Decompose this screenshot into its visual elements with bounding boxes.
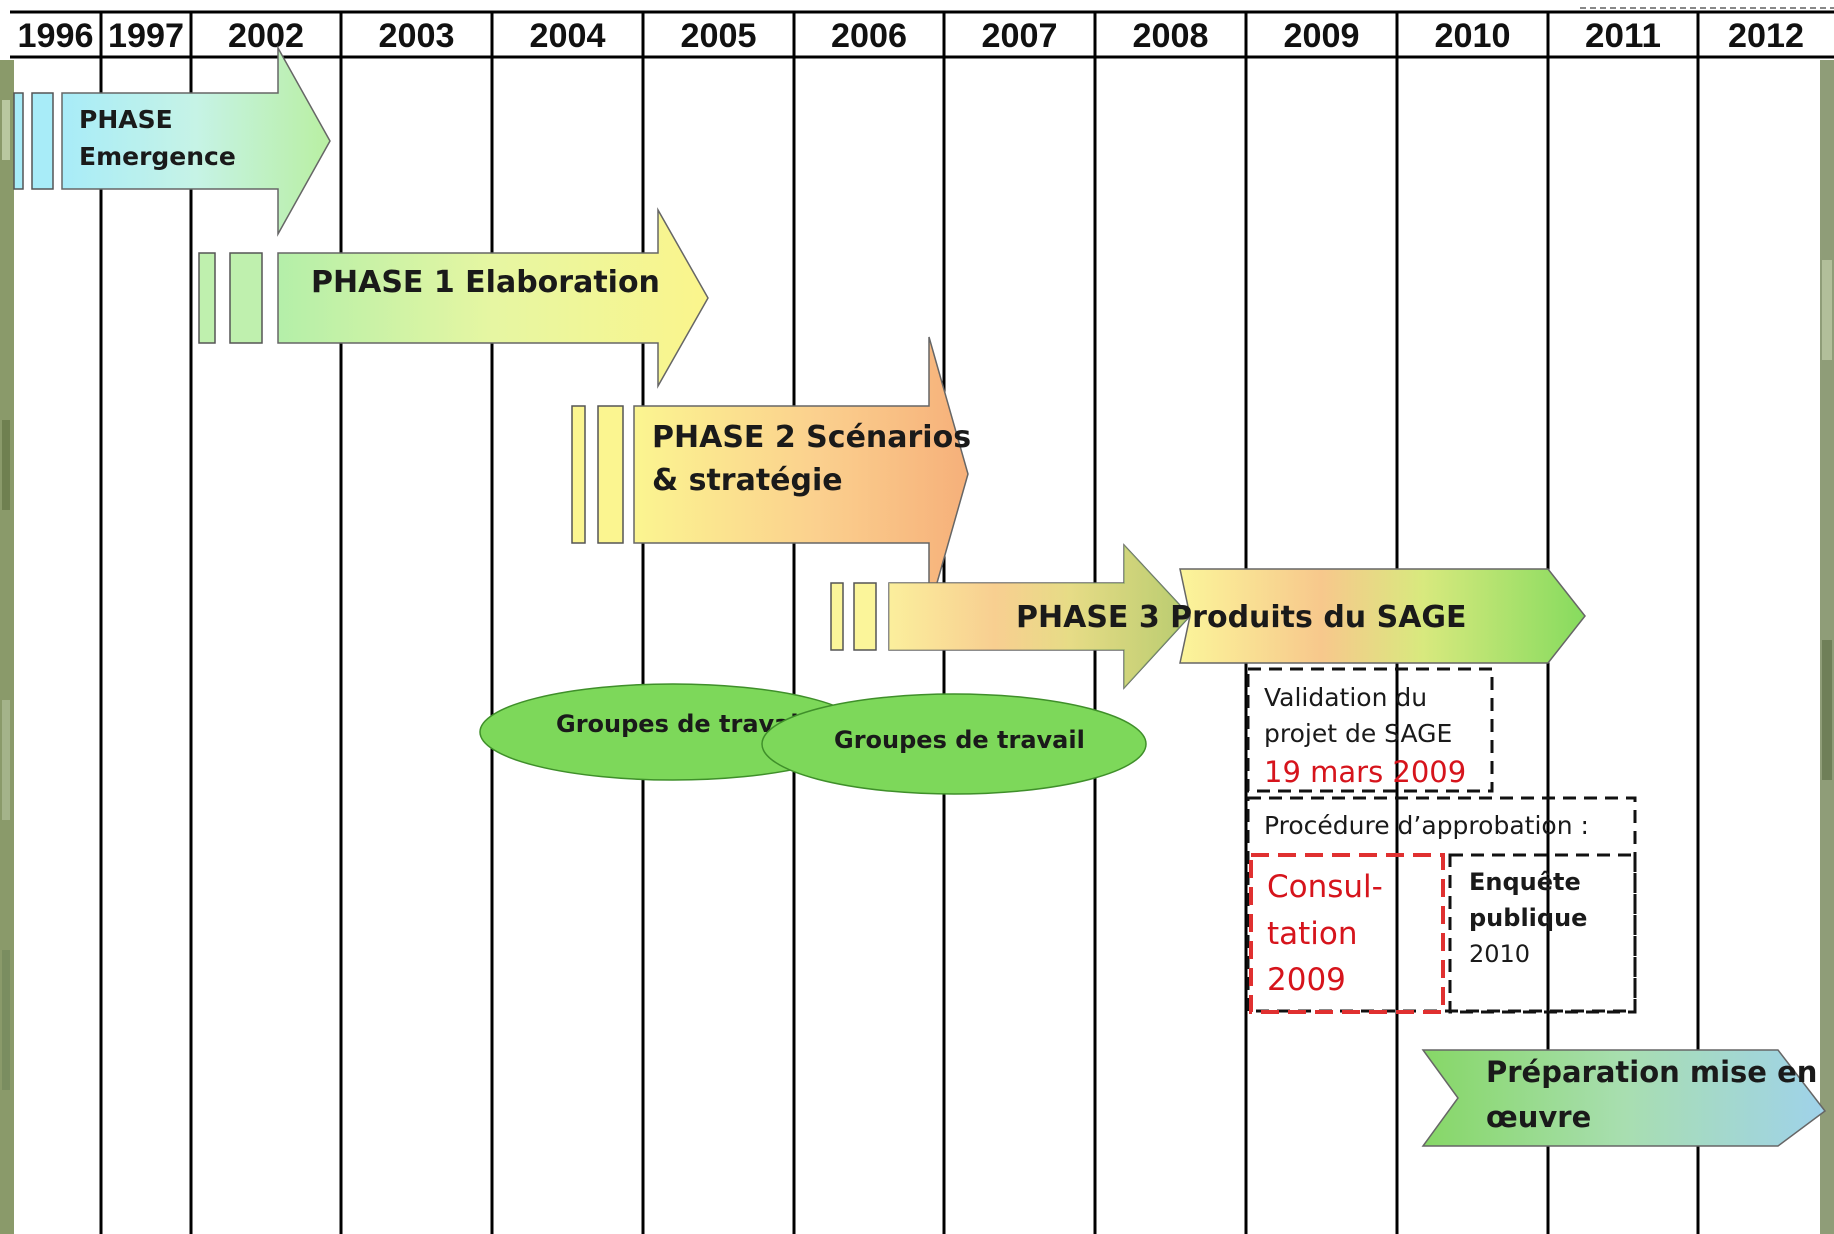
validation-box: Validation du projet de SAGE 19 mars 200… bbox=[1246, 667, 1494, 793]
workgroup-label-1: Groupes de travail bbox=[556, 710, 807, 738]
phase-2-scenarios: PHASE 2 Scénarios & stratégie bbox=[571, 336, 971, 612]
year-label-2012: 2012 bbox=[1728, 17, 1804, 55]
approbation-box: Procédure d’approbation : bbox=[1246, 796, 1637, 1013]
phase-emergence: PHASE Emergence bbox=[13, 45, 331, 237]
year-label-2007: 2007 bbox=[982, 17, 1058, 55]
mise-en-oeuvre-arrow: Préparation mise en œuvre bbox=[1421, 1049, 1827, 1147]
validation-line2: projet de SAGE bbox=[1264, 719, 1452, 748]
phase-emergence-line1: PHASE bbox=[79, 105, 173, 134]
year-label-2004: 2004 bbox=[530, 17, 606, 55]
phase-emergence-line2: Emergence bbox=[79, 142, 236, 171]
mise-en-oeuvre-line1: Préparation mise en bbox=[1486, 1055, 1817, 1089]
year-header: 1996 1997 2002 2003 2004 2005 2006 2007 2008 2009… bbox=[18, 17, 1805, 55]
enquete-box: Enquête publique 2010 bbox=[1448, 853, 1637, 1014]
workgroup-ellipse-2: Groupes de travail bbox=[761, 693, 1147, 795]
phase-3-label: PHASE 3 Produits du SAGE bbox=[1016, 600, 1467, 635]
consultation-box: Consul- tation 2009 bbox=[1249, 853, 1445, 1014]
phase-1-label: PHASE 1 Elaboration bbox=[311, 265, 660, 300]
phase-2-line1: PHASE 2 Scénarios bbox=[652, 420, 971, 455]
year-label-2010: 2010 bbox=[1435, 17, 1511, 55]
approbation-title: Procédure d’approbation : bbox=[1264, 811, 1589, 840]
mise-en-oeuvre-line2: œuvre bbox=[1486, 1100, 1591, 1134]
phase-3-produits: PHASE 3 Produits du SAGE bbox=[830, 543, 1586, 690]
enquete-line2: publique bbox=[1469, 904, 1587, 932]
year-label-1996: 1996 bbox=[18, 17, 94, 55]
year-label-2003: 2003 bbox=[379, 17, 455, 55]
workgroup-label-2: Groupes de travail bbox=[834, 726, 1085, 754]
year-label-1997: 1997 bbox=[108, 17, 184, 55]
validation-date: 19 mars 2009 bbox=[1264, 755, 1466, 789]
enquete-line1: Enquête bbox=[1469, 868, 1581, 896]
year-label-2011: 2011 bbox=[1585, 17, 1661, 55]
year-label-2005: 2005 bbox=[681, 17, 757, 55]
year-label-2008: 2008 bbox=[1133, 17, 1209, 55]
enquete-line3: 2010 bbox=[1469, 940, 1530, 968]
phase-1-elaboration: PHASE 1 Elaboration bbox=[198, 207, 709, 389]
phase-2-line2: & stratégie bbox=[652, 463, 843, 498]
consultation-line1: Consul- bbox=[1267, 869, 1383, 905]
validation-line1: Validation du bbox=[1264, 683, 1427, 712]
year-label-2006: 2006 bbox=[831, 17, 907, 55]
consultation-line3: 2009 bbox=[1267, 962, 1346, 998]
year-label-2002: 2002 bbox=[228, 17, 304, 55]
year-label-2009: 2009 bbox=[1284, 17, 1360, 55]
left-photo-strip bbox=[0, 60, 14, 1234]
consultation-line2: tation bbox=[1267, 916, 1358, 952]
